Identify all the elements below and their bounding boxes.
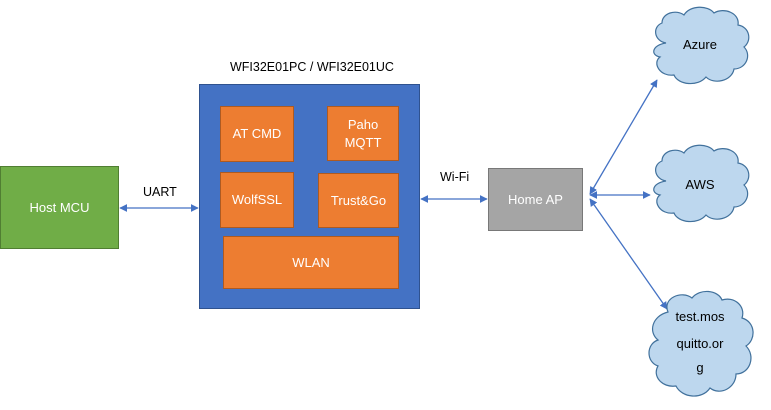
at-cmd-label: AT CMD bbox=[232, 126, 282, 141]
uart-label: UART bbox=[143, 185, 177, 199]
module-title: WFI32E01PC / WFI32E01UC bbox=[230, 60, 394, 74]
host-mcu-label: Host MCU bbox=[29, 199, 90, 215]
home-ap-block: Home AP bbox=[488, 168, 583, 231]
mosquitto-label-line2: quitto.or bbox=[677, 336, 725, 351]
wolfssl-block: WolfSSL bbox=[220, 172, 294, 228]
host-mcu-block: Host MCU bbox=[0, 166, 119, 249]
at-cmd-block: AT CMD bbox=[220, 106, 294, 162]
mosquitto-cloud: test.mos quitto.or g bbox=[648, 290, 754, 397]
wolfssl-label: WolfSSL bbox=[231, 192, 283, 207]
aws-cloud: AWS bbox=[653, 144, 750, 223]
wlan-label: WLAN bbox=[292, 254, 330, 270]
azure-cloud: Azure bbox=[653, 6, 750, 85]
trust-go-block: Trust&Go bbox=[318, 173, 399, 228]
aws-label: AWS bbox=[685, 177, 714, 192]
mosquitto-label-line3: g bbox=[696, 360, 703, 375]
wlan-block: WLAN bbox=[223, 236, 399, 289]
trust-go-label: Trust&Go bbox=[330, 192, 387, 208]
azure-label: Azure bbox=[683, 37, 717, 52]
ap-azure-arrow bbox=[589, 79, 658, 195]
mosquitto-label-line1: test.mos bbox=[675, 309, 725, 324]
wifi-label: Wi-Fi bbox=[440, 170, 470, 184]
ap-mosquitto-arrow bbox=[589, 198, 668, 310]
mqtt-label: MQTT bbox=[344, 134, 382, 150]
paho-mqtt-block: Paho MQTT bbox=[327, 106, 399, 161]
paho-label: Paho bbox=[347, 116, 379, 132]
home-ap-label: Home AP bbox=[508, 191, 563, 207]
